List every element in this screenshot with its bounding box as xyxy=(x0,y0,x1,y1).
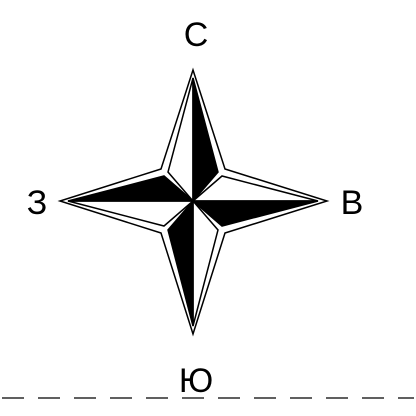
south-label: Ю xyxy=(179,362,213,400)
west-label: З xyxy=(27,184,48,222)
north-arm-dark xyxy=(192,77,219,204)
east-arm-dark xyxy=(190,200,319,227)
north-label: С xyxy=(184,16,209,54)
east-label: В xyxy=(341,184,364,222)
compass-rose-icon xyxy=(57,67,330,337)
west-arm-dark xyxy=(67,175,196,202)
south-arm-dark xyxy=(167,198,194,327)
